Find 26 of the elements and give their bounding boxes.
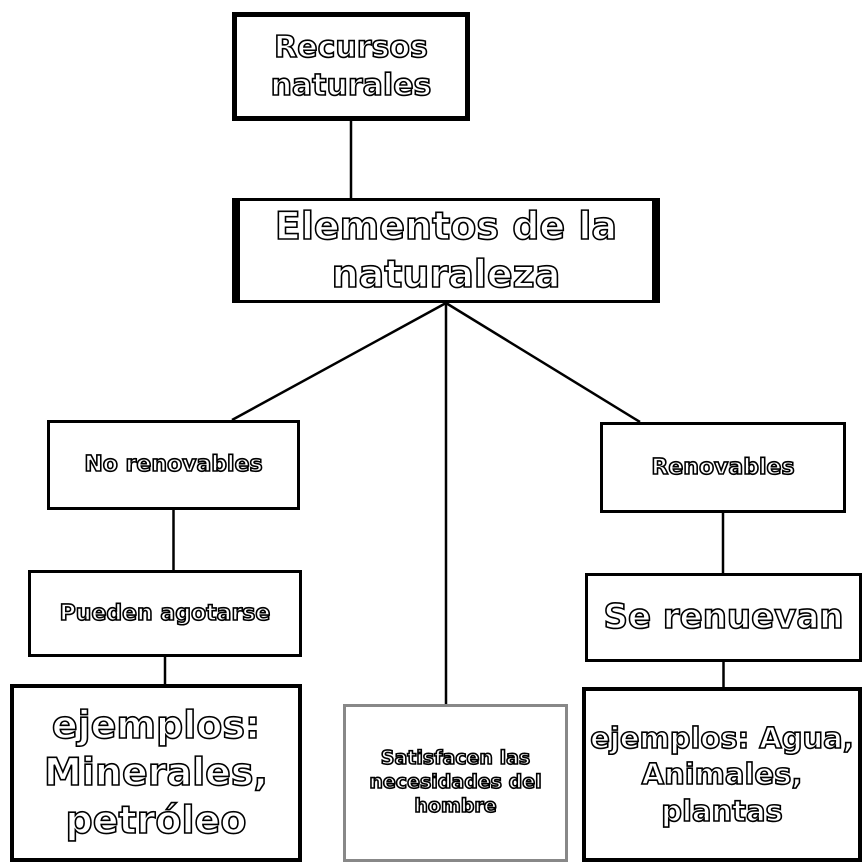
box-label: ejemplos: Minerales, petróleo [43, 702, 269, 844]
connector-line [445, 302, 641, 424]
concept-box [600, 422, 846, 513]
box-label: No renovables [83, 451, 264, 480]
concept-box [232, 198, 660, 303]
connector-line [231, 302, 447, 422]
box-label: Se renuevan [602, 596, 844, 640]
connector-line [350, 121, 352, 198]
concept-box [28, 570, 302, 657]
box-label: Recursos naturales [270, 29, 432, 104]
concept-box [47, 420, 300, 510]
concept-box [10, 684, 302, 862]
connector-line [722, 662, 725, 687]
box-label: Pueden agotarse [58, 600, 272, 628]
concept-box [582, 687, 862, 862]
connector-line [164, 657, 166, 684]
connector-line [444, 303, 448, 704]
box-label: Elementos de la naturaleza [274, 203, 618, 298]
concept-box [343, 704, 568, 862]
connector-line [172, 510, 175, 570]
box-label: ejemplos: Agua, Animales, plantas [589, 720, 855, 830]
concept-box [585, 573, 862, 662]
box-label: Satisfacen las necesidades del hombre [368, 746, 543, 819]
connector-line [722, 513, 724, 573]
concept-box [232, 12, 470, 121]
box-label: Renovables [650, 454, 796, 482]
